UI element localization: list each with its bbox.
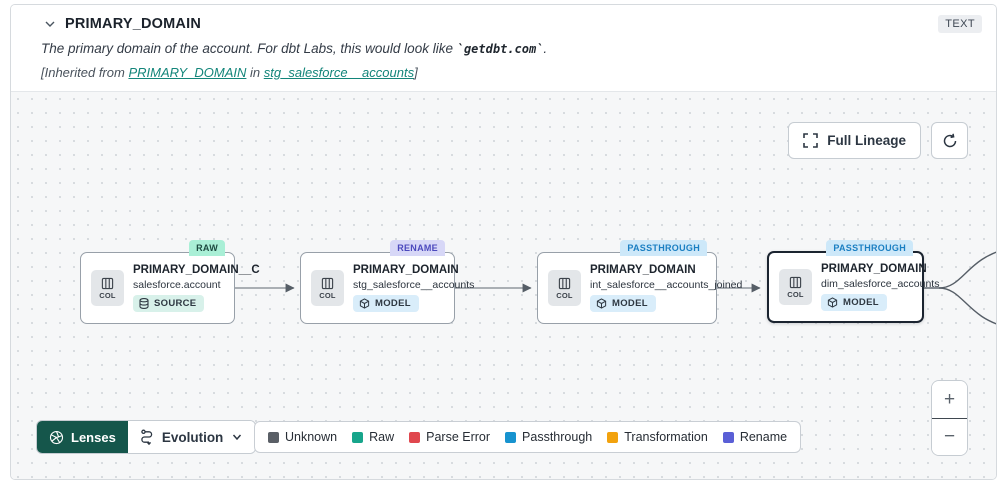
lineage-node-int[interactable]: PASSTHROUGH COL PRIMARY_DOMAIN int_sales…: [537, 240, 743, 324]
inherited-column-link[interactable]: PRIMARY_DOMAIN: [128, 65, 247, 80]
column-header: PRIMARY_DOMAIN TEXT The primary domain o…: [11, 5, 996, 92]
legend-item: Passthrough: [505, 430, 592, 444]
inline-code: `getdbt.com`: [456, 42, 544, 56]
expand-brackets-icon: [803, 133, 819, 148]
column-type-badge: TEXT: [938, 15, 982, 33]
lenses-button[interactable]: Lenses: [37, 421, 128, 453]
resource-type-badge: MODEL: [353, 295, 419, 312]
lineage-node-stg[interactable]: RENAME COL PRIMARY_DOMAIN stg_salesforce…: [300, 240, 475, 324]
database-icon: [139, 298, 149, 309]
lens-legend: Unknown Raw Parse Error Passthrough Tran…: [254, 421, 802, 453]
legend-swatch: [268, 431, 279, 443]
zoom-in-button[interactable]: +: [932, 381, 967, 418]
canvas-toolbar: Full Lineage: [788, 122, 968, 159]
model-cube-icon: [827, 297, 838, 308]
column-icon: COL: [91, 270, 124, 306]
node-column-name: PRIMARY_DOMAIN: [590, 264, 696, 276]
lineage-node-dim-selected[interactable]: PASSTHROUGH COL PRIMARY_DOMAIN dim_sales…: [767, 240, 940, 323]
node-model-name: stg_salesforce__accounts: [353, 279, 475, 291]
lens-state-badge: RENAME: [390, 240, 445, 256]
lens-select-dropdown[interactable]: Evolution: [127, 421, 256, 453]
resource-type-badge: MODEL: [590, 295, 656, 312]
legend-item: Unknown: [268, 430, 337, 444]
legend-item: Parse Error: [409, 430, 490, 444]
refresh-button[interactable]: [931, 122, 968, 159]
legend-swatch: [505, 431, 517, 443]
node-model-name: dim_salesforce_accounts: [821, 278, 940, 290]
legend-item: Raw: [352, 430, 394, 444]
chevron-down-icon: [233, 434, 242, 441]
refresh-icon: [942, 133, 958, 149]
node-column-name: PRIMARY_DOMAIN: [821, 263, 927, 275]
node-column-name: PRIMARY_DOMAIN__C: [133, 264, 260, 276]
legend-item: Transformation: [607, 430, 708, 444]
node-model-name: salesforce.account: [133, 279, 221, 291]
node-column-name: PRIMARY_DOMAIN: [353, 264, 459, 276]
legend-item: Rename: [722, 430, 787, 444]
legend-swatch: [607, 431, 619, 443]
legend-swatch: [722, 431, 734, 443]
lineage-node-source[interactable]: RAW COL PRIMARY_DOMAIN__C salesforce.acc…: [80, 240, 260, 324]
column-description: The primary domain of the account. For d…: [41, 41, 548, 56]
resource-type-badge: SOURCE: [133, 295, 205, 312]
model-cube-icon: [359, 298, 370, 309]
legend-swatch: [352, 431, 364, 443]
column-icon: COL: [779, 269, 812, 305]
resource-type-badge: MODEL: [821, 294, 887, 311]
legend-swatch: [409, 431, 421, 443]
column-title: PRIMARY_DOMAIN: [65, 16, 201, 32]
zoom-out-button[interactable]: −: [932, 418, 967, 455]
chevron-down-icon[interactable]: [41, 15, 59, 33]
inherited-from-line: [Inherited from PRIMARY_DOMAIN in stg_sa…: [41, 65, 418, 80]
full-lineage-button[interactable]: Full Lineage: [788, 122, 921, 159]
lineage-canvas[interactable]: Full Lineage RAW COL PRIMARY_DOMAIN__C s…: [11, 91, 996, 479]
lens-state-badge: RAW: [189, 240, 225, 256]
column-icon: COL: [548, 270, 581, 306]
inherited-model-link[interactable]: stg_salesforce__accounts: [263, 65, 415, 80]
zoom-controls: + −: [931, 380, 968, 456]
evolution-route-icon: [141, 429, 152, 445]
node-model-name: int_salesforce__accounts_joined: [590, 279, 743, 291]
model-cube-icon: [596, 298, 607, 309]
column-lineage-panel: PRIMARY_DOMAIN TEXT The primary domain o…: [10, 4, 997, 480]
lenses-control: Lenses Evolution: [36, 420, 257, 454]
lens-state-badge: PASSTHROUGH: [620, 240, 707, 256]
column-icon: COL: [311, 270, 344, 306]
lens-aperture-icon: [49, 430, 64, 444]
lens-state-badge: PASSTHROUGH: [826, 240, 913, 256]
